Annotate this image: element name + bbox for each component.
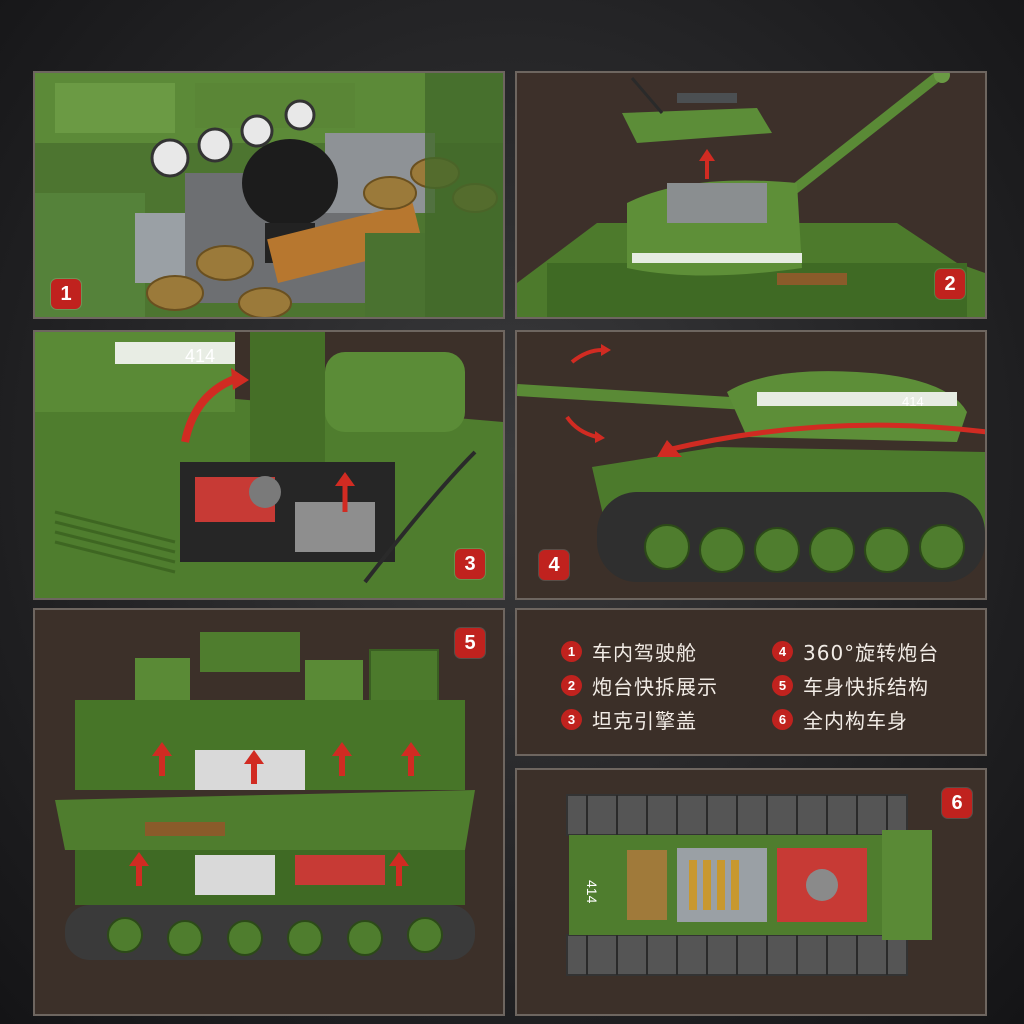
panel-full-interior: 414 6 — [515, 768, 987, 1016]
legend-label: 车身快拆结构 — [803, 675, 929, 699]
hull-number-mark: 414 — [584, 880, 600, 904]
panel-turret-release: 2 — [515, 71, 987, 319]
legend-number: 3 — [561, 709, 582, 730]
legend-item-6: 6 全内构车身 — [772, 705, 908, 734]
legend-item-1: 1 车内驾驶舱 — [561, 637, 697, 666]
legend-label: 坦克引擎盖 — [592, 709, 697, 733]
legend-panel: 1 车内驾驶舱 2 炮台快拆展示 3 坦克引擎盖 4 360°旋转炮台 5 车身… — [515, 608, 987, 756]
legend-number: 2 — [561, 675, 582, 696]
full-interior-image: 414 — [517, 770, 985, 1014]
panel-body-release: 5 — [33, 608, 505, 1016]
turret-number-mark: 414 — [902, 394, 924, 409]
legend-number: 6 — [772, 709, 793, 730]
legend-item-2: 2 炮台快拆展示 — [561, 671, 718, 700]
legend-number: 4 — [772, 641, 793, 662]
tank-number-mark: 414 — [185, 346, 215, 366]
badge-4: 4 — [539, 550, 569, 580]
body-release-image — [35, 610, 503, 1014]
cockpit-image — [35, 73, 503, 317]
legend-label: 全内构车身 — [803, 709, 908, 733]
panel-cockpit: 1 — [33, 71, 505, 319]
panel-engine-cover: 414 3 — [33, 330, 505, 600]
legend-label: 360°旋转炮台 — [803, 641, 940, 665]
badge-1: 1 — [51, 279, 81, 309]
badge-5: 5 — [455, 628, 485, 658]
panel-rotating-turret: 414 4 — [515, 330, 987, 600]
badge-6: 6 — [942, 788, 972, 818]
legend-label: 车内驾驶舱 — [592, 641, 697, 665]
legend-label: 炮台快拆展示 — [592, 675, 718, 699]
badge-2: 2 — [935, 269, 965, 299]
legend-number: 1 — [561, 641, 582, 662]
legend-item-4: 4 360°旋转炮台 — [772, 637, 939, 666]
turret-release-image — [517, 73, 985, 317]
badge-3: 3 — [455, 549, 485, 579]
engine-cover-image: 414 — [35, 332, 503, 598]
legend-number: 5 — [772, 675, 793, 696]
legend-item-5: 5 车身快拆结构 — [772, 671, 929, 700]
legend-item-3: 3 坦克引擎盖 — [561, 705, 697, 734]
feature-legend: 1 车内驾驶舱 2 炮台快拆展示 3 坦克引擎盖 4 360°旋转炮台 5 车身… — [517, 610, 985, 754]
rotating-turret-image: 414 — [517, 332, 985, 598]
